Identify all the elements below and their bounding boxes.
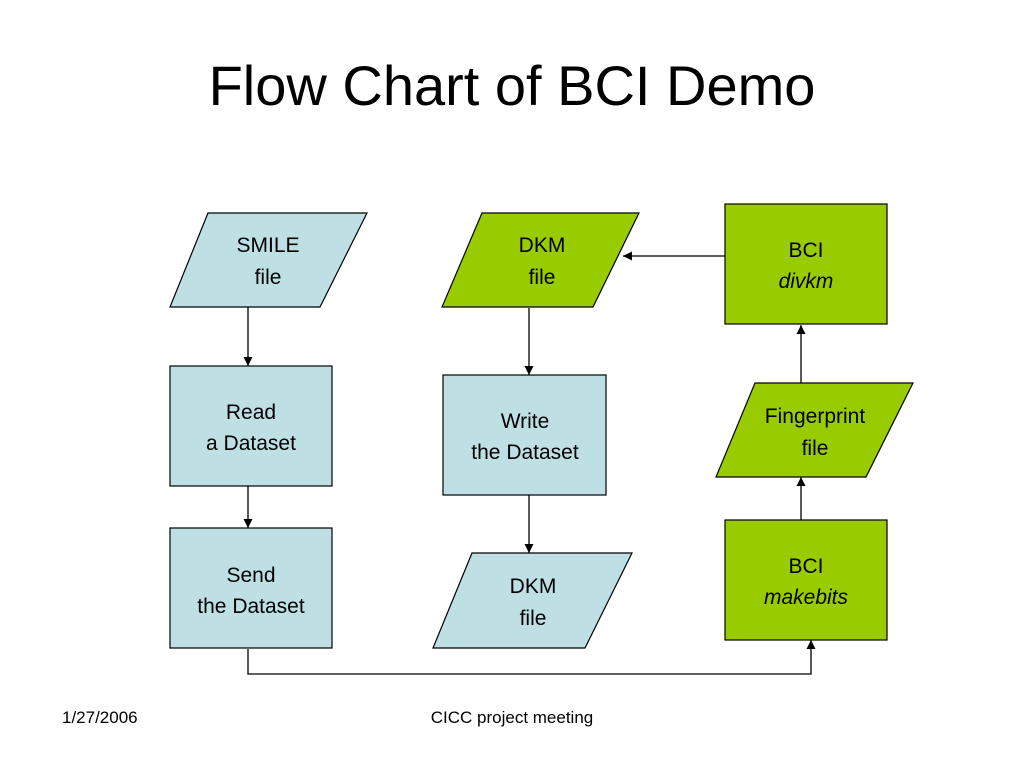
- bci-divkm-shape: [724, 203, 888, 325]
- dkm-file-bottom-label-1: DKM: [510, 575, 557, 598]
- smile-file-label-1: SMILE: [236, 234, 299, 257]
- smile-file-shape: [169, 212, 368, 308]
- footer-meeting-name: CICC project meeting: [430, 708, 594, 727]
- node-dkm-file-top: DKM file: [441, 212, 640, 308]
- dkm-file-bottom-shape: [432, 552, 633, 649]
- dkm-file-top-label-2: file: [529, 266, 556, 289]
- send-dataset-label-2: the Dataset: [197, 595, 305, 618]
- dkm-file-top-label-1: DKM: [519, 234, 566, 257]
- node-smile-file: SMILE file: [169, 212, 368, 308]
- write-dataset-label-2: the Dataset: [471, 441, 579, 464]
- node-bci-makebits: BCI makebits: [724, 519, 888, 641]
- read-dataset-label-2: a Dataset: [206, 432, 296, 455]
- node-read-dataset: Read a Dataset: [169, 365, 333, 487]
- read-dataset-shape: [169, 365, 333, 487]
- slide-title: Flow Chart of BCI Demo: [208, 54, 816, 117]
- write-dataset-shape: [442, 374, 607, 496]
- node-send-dataset: Send the Dataset: [169, 527, 333, 649]
- bci-makebits-label-2: makebits: [764, 586, 849, 609]
- dkm-file-top-shape: [441, 212, 640, 308]
- footer-date: 1/27/2006: [62, 708, 138, 727]
- bci-makebits-label-1: BCI: [788, 555, 823, 578]
- bci-makebits-shape: [724, 519, 888, 641]
- node-dkm-file-bottom: DKM file: [432, 552, 633, 649]
- send-dataset-shape: [169, 527, 333, 649]
- send-dataset-label-1: Send: [226, 564, 275, 587]
- node-write-dataset: Write the Dataset: [442, 374, 607, 496]
- fingerprint-file-label-2: file: [802, 437, 829, 460]
- bci-divkm-label-1: BCI: [788, 239, 823, 262]
- arrow-send-to-makebits: [247, 640, 816, 675]
- write-dataset-label-1: Write: [501, 410, 550, 433]
- node-fingerprint-file: Fingerprint file: [715, 382, 914, 478]
- node-bci-divkm: BCI divkm: [724, 203, 888, 325]
- fingerprint-file-shape: [715, 382, 914, 478]
- fingerprint-file-label-1: Fingerprint: [765, 405, 866, 428]
- smile-file-label-2: file: [255, 266, 282, 289]
- read-dataset-label-1: Read: [226, 401, 276, 424]
- dkm-file-bottom-label-2: file: [520, 607, 547, 630]
- bci-divkm-label-2: divkm: [779, 270, 834, 293]
